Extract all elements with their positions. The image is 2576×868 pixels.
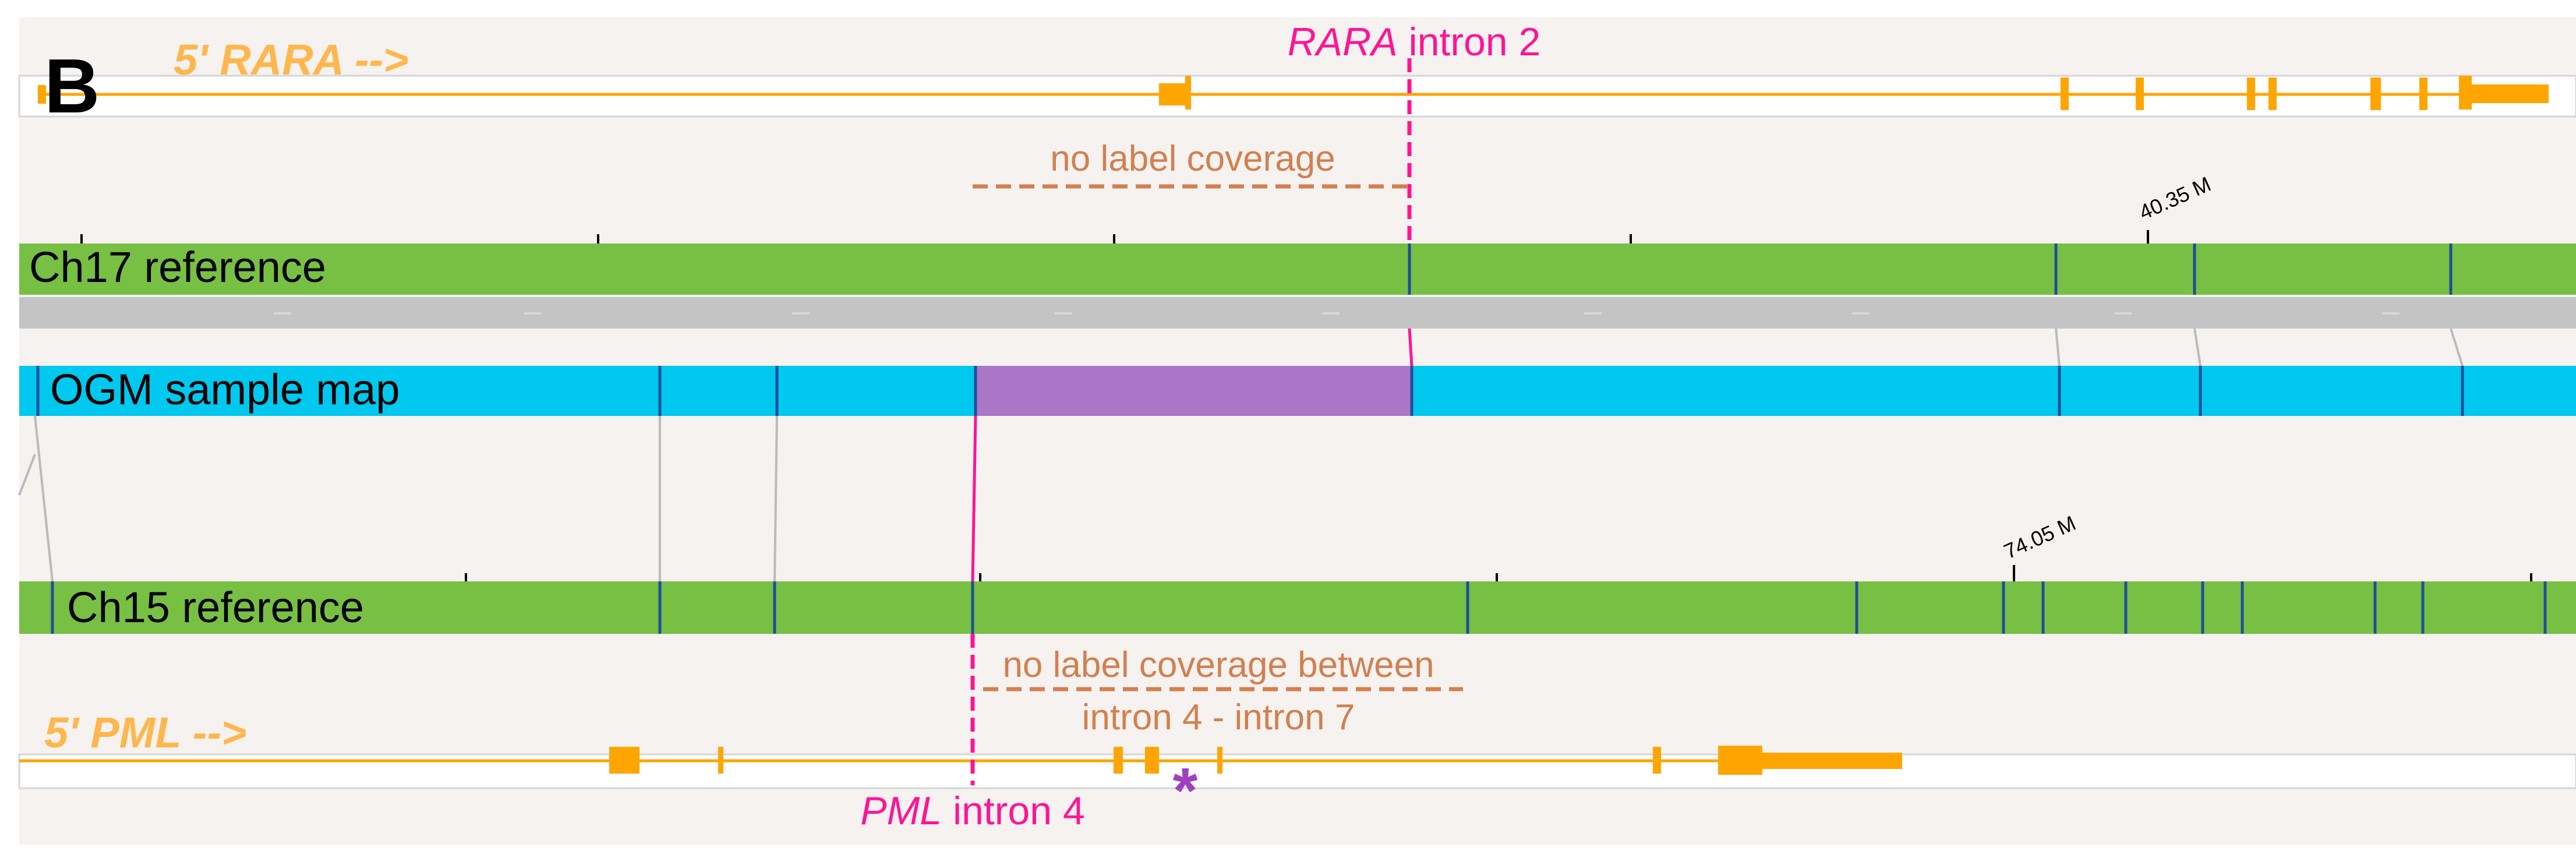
alignment-band	[19, 297, 2576, 329]
rara-label-prefix: 5'	[174, 36, 220, 84]
rara-gap-label: no label coverage	[1050, 139, 1335, 179]
pml-gap-label-line1: no label coverage between	[1002, 645, 1434, 685]
pml-exon	[1145, 747, 1159, 774]
pml-exon	[1718, 746, 1762, 775]
ch17-sample-connectors	[2055, 328, 2464, 366]
pml-exons	[609, 746, 1902, 775]
sample-ch15-connectors	[18, 415, 778, 582]
rara-exons	[38, 76, 2549, 110]
pml-label-gene: PML	[90, 708, 181, 757]
rara-exon	[1185, 76, 1191, 110]
alignment-connector	[34, 415, 54, 582]
panel-letter: B	[44, 43, 100, 129]
sample-map-label: OGM sample map	[50, 365, 400, 414]
ch17-reference-bar	[19, 244, 2576, 295]
rara-track-band	[18, 75, 2576, 118]
sample-label-sites	[36, 366, 2464, 416]
ch15-reference-bar	[19, 581, 2576, 634]
ch17-label-sites	[1408, 244, 2453, 295]
rara-intron-label-gene: RARA	[1288, 20, 1398, 64]
rara-exon	[2472, 84, 2549, 103]
pml-gene-track	[18, 746, 2576, 789]
alignment-connector	[773, 415, 778, 582]
ch15-reference-label: Ch15 reference	[67, 583, 364, 631]
rara-exon	[2136, 77, 2144, 110]
rara-label-gene: RARA	[220, 36, 342, 84]
rara-exon	[1159, 83, 1188, 105]
pml-exon	[609, 747, 639, 774]
rara-exon	[38, 85, 46, 104]
rara-intron-label-text: intron 2	[1398, 20, 1541, 64]
rara-exon	[2247, 77, 2255, 110]
rara-gene-label: 5' RARA -->	[174, 36, 408, 84]
alignment-connector	[2055, 328, 2061, 366]
pml-exon	[1217, 747, 1222, 774]
pml-label-prefix: 5'	[44, 708, 90, 757]
rara-label-suffix: -->	[342, 36, 408, 84]
pml-intron-label: PML intron 4	[860, 789, 1085, 833]
rara-exon	[2419, 77, 2427, 110]
ch17-reference-label: Ch17 reference	[29, 243, 326, 291]
alignment-connector	[18, 454, 36, 496]
sample-fusion-segment	[974, 366, 1412, 416]
pml-intron-label-gene: PML	[860, 789, 942, 833]
rara-exon	[2459, 76, 2472, 110]
rara-exon	[2268, 77, 2277, 110]
rara-exon	[2370, 77, 2381, 110]
rara-exon	[2061, 77, 2069, 110]
ch17-axis-ticks	[80, 230, 2149, 244]
alignment-connector	[2193, 328, 2202, 366]
rara-breakpoint-connector	[1408, 328, 1414, 366]
viewer-background	[19, 17, 2576, 845]
rara-intron-label: RARA intron 2	[1288, 20, 1541, 64]
pml-exon	[718, 747, 723, 774]
pml-label-suffix: -->	[181, 708, 246, 757]
pml-asterisk-marker: *	[1173, 755, 1198, 827]
pml-gene-label: 5' PML -->	[44, 708, 246, 757]
rara-gene-track	[18, 75, 2576, 118]
alignment-connector	[2450, 328, 2464, 366]
pml-exon	[1114, 747, 1123, 774]
pml-exon	[1653, 747, 1661, 774]
ch15-axis-ticks	[465, 565, 2532, 581]
pml-gap-label-line2: intron 4 - intron 7	[1082, 697, 1355, 738]
pml-exon	[1762, 753, 1902, 769]
pml-intron-label-text: intron 4	[942, 789, 1085, 833]
ch15-label-sites	[51, 581, 2547, 634]
pml-breakpoint-connector	[971, 415, 977, 582]
